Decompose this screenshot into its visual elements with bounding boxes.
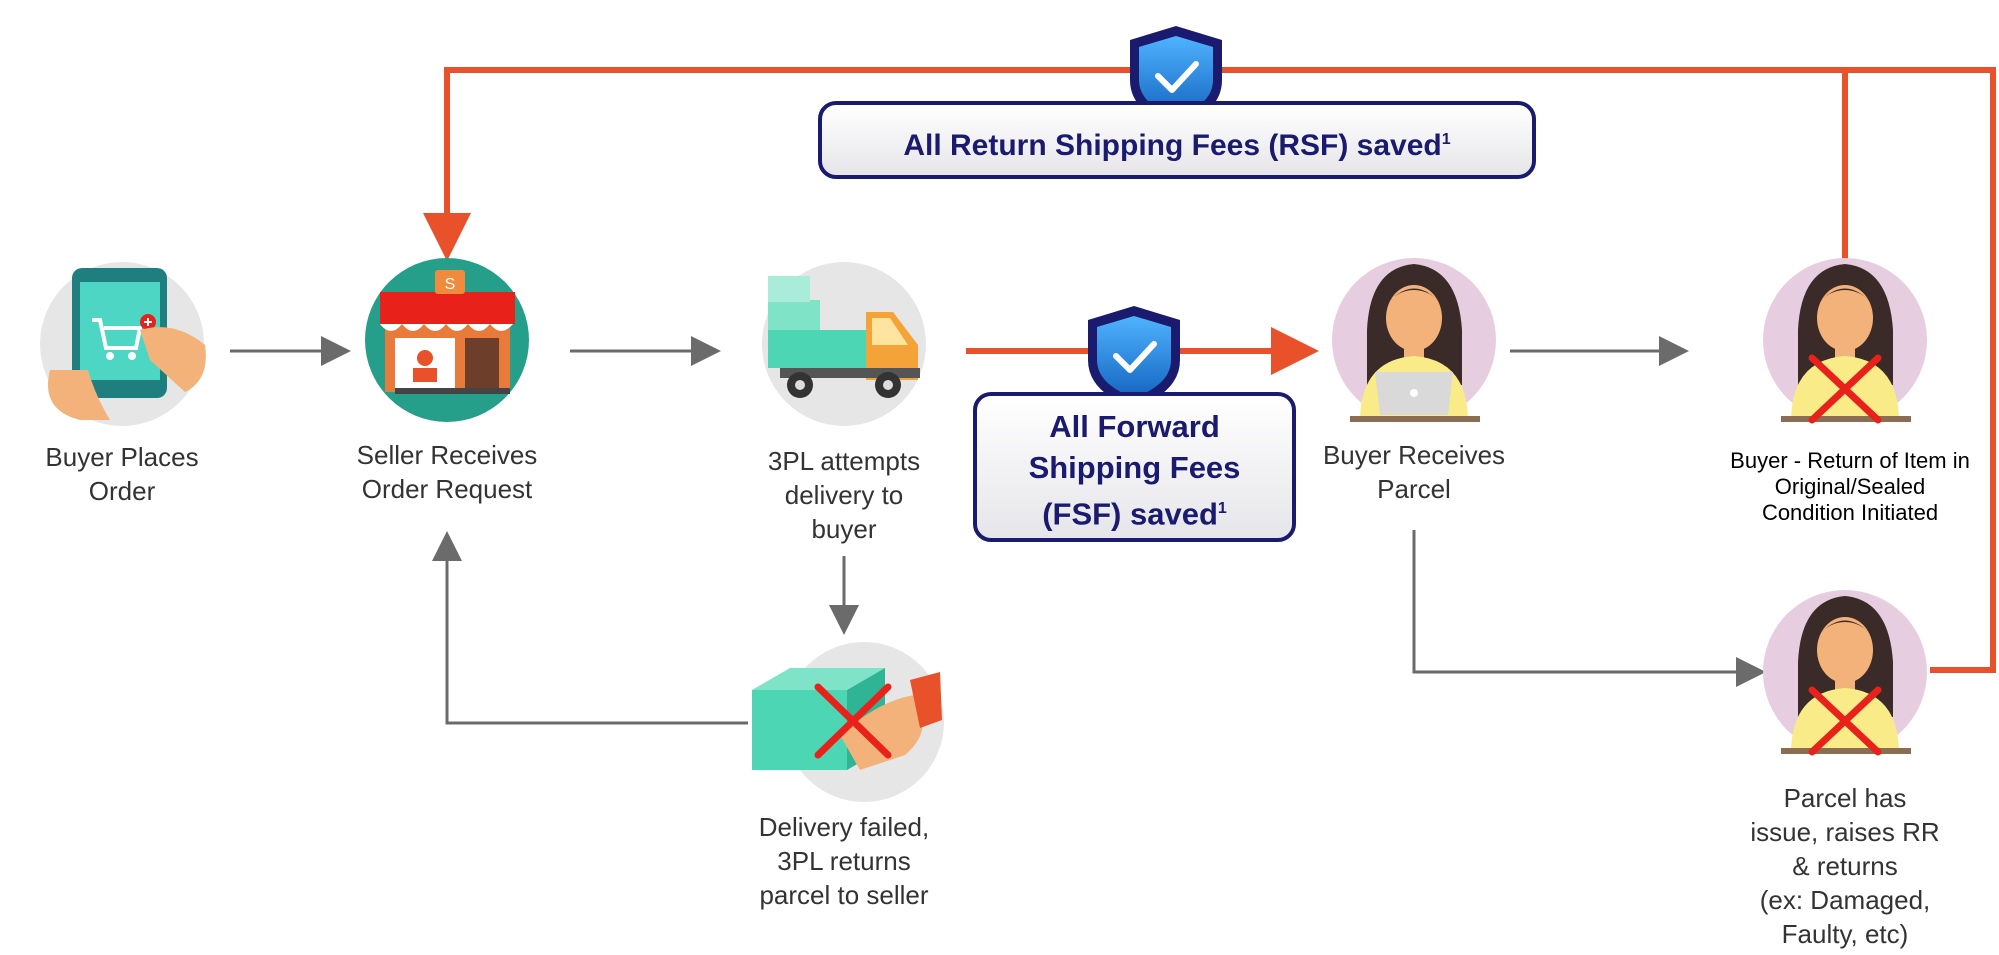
label-3pl-attempts: 3PL attempts delivery to buyer [767,446,921,544]
label-buyer-receives: Buyer Receives Parcel [1322,440,1506,504]
fsf-banner-line: (FSF) saved1 [1042,496,1227,532]
person-issue-icon [1763,590,1927,754]
label-parcel-issue: Parcel has issue, raises RR & returns (e… [1750,783,1940,949]
red-x-icon [1808,354,1882,424]
person-laptop-icon [1332,258,1496,422]
rsf-saved-banner: All Return Shipping Fees (RSF) saved1 [818,101,1536,179]
fsf-saved-banner: All Forward Shipping Fees (FSF) saved1 [973,392,1296,542]
svg-text:S: S [445,276,456,293]
rsf-footnote-marker: 1 [1441,131,1451,148]
red-x-icon [814,683,892,759]
red-x-icon [1808,686,1882,756]
tablet-cart-icon [40,262,206,426]
label-seller-receives: Seller Receives Order Request [356,440,538,504]
shield-check-icon [1088,306,1180,408]
label-buyer-places-order: Buyer Places Order [45,442,199,506]
label-return-sealed: Buyer - Return of Item in Original/Seale… [1730,448,1970,525]
rsf-banner-text: All Return Shipping Fees (RSF) saved [903,129,1442,162]
delivery-truck-icon [762,262,926,426]
label-delivery-failed: Delivery failed, 3PL returns parcel to s… [758,812,930,910]
storefront-icon: S [365,258,529,422]
fsf-banner-line: Shipping Fees [1028,450,1241,485]
gray-connectors [230,336,1766,725]
fsf-footnote-marker: 1 [1217,500,1227,517]
person-return-icon [1763,258,1927,422]
fsf-banner-line: All Forward [1049,409,1220,444]
